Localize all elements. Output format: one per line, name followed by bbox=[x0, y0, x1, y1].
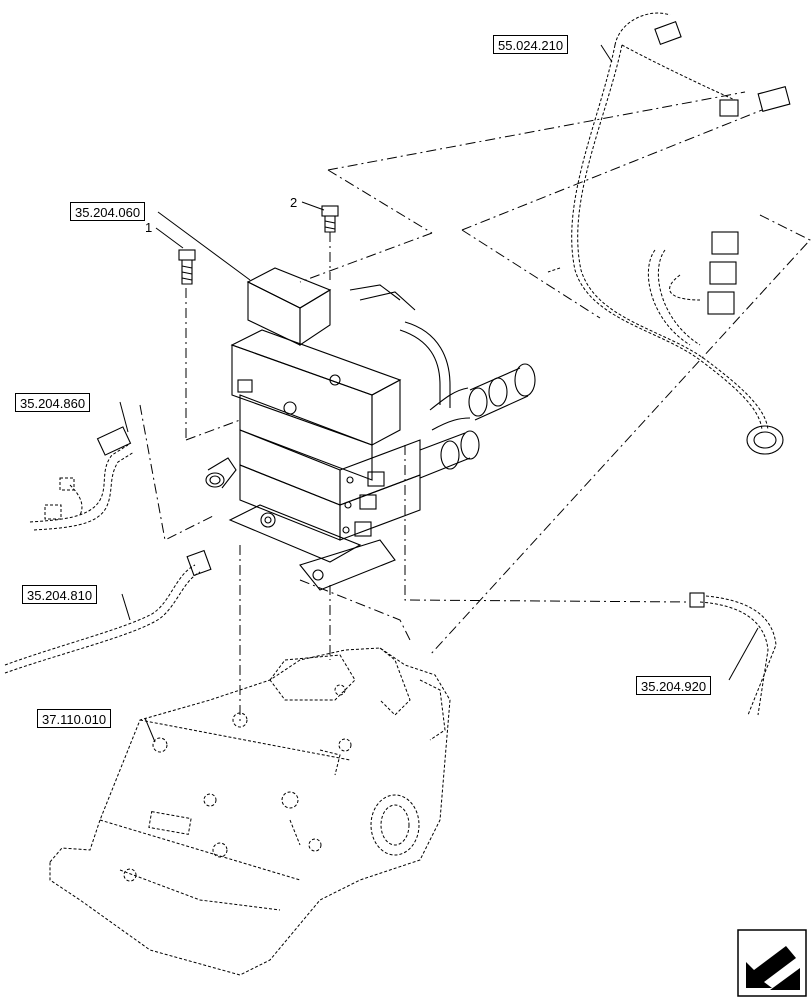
left-harness-plug bbox=[96, 426, 132, 456]
leader-lines bbox=[119, 44, 759, 743]
ref-label-valve-block[interactable]: 35.204.060 bbox=[70, 202, 146, 221]
item-number-2: 2 bbox=[290, 195, 298, 210]
lower-pipe bbox=[4, 564, 201, 674]
item-number-1: 1 bbox=[145, 220, 153, 235]
harness-connectors bbox=[654, 21, 791, 455]
ref-label-housing[interactable]: 37.110.010 bbox=[37, 709, 112, 728]
valve-block bbox=[228, 267, 451, 591]
screw-1 bbox=[178, 249, 196, 285]
ref-label-harness-top[interactable]: 55.024.210 bbox=[493, 35, 569, 54]
rear-housing bbox=[49, 647, 451, 976]
right-harness-plug bbox=[689, 592, 705, 608]
ref-label-left-harness[interactable]: 35.204.860 bbox=[15, 393, 91, 412]
right-harness bbox=[699, 595, 777, 716]
left-harness bbox=[29, 444, 135, 531]
reference-lines bbox=[139, 91, 811, 725]
ref-label-lower-pipe[interactable]: 35.204.810 bbox=[22, 585, 98, 604]
top-harness bbox=[547, 12, 769, 431]
hydraulic-couplings bbox=[205, 363, 536, 489]
lower-pipe-fitting bbox=[186, 549, 212, 577]
ref-label-right-harness[interactable]: 35.204.920 bbox=[636, 676, 712, 695]
screw-2 bbox=[321, 205, 339, 233]
arrow-lower-left-icon[interactable] bbox=[737, 929, 807, 997]
